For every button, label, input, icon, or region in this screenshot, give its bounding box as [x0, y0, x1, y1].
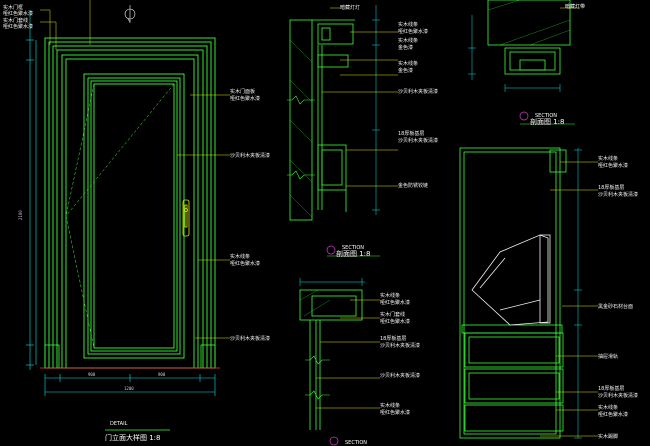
section-b-note-6: 沙贝利木夹板清漆 [380, 342, 420, 349]
door-dim-left: 900 [88, 372, 96, 377]
section-a-note-5: 金色漆 [398, 44, 413, 51]
section-a-note-9: 18厚板基层 [398, 130, 424, 137]
door-note-2: 哑红色聚水漆 [3, 10, 33, 17]
section-c-note-1: 暗藏灯带 [565, 3, 585, 10]
cabinet-note-7: 18厚板基层 [598, 385, 624, 392]
section-a-note-6: 实木线条 [398, 60, 418, 67]
door-elevation: 实木门框 哑红色聚水漆 实木门套线 哑红色聚水漆 实木门面板 哑红色聚水漆 沙贝… [3, 0, 270, 442]
cabinet-note-4: 沙贝利木夹板清漆 [598, 191, 638, 198]
cabinet-note-1: 实木线条 [598, 155, 618, 162]
door-handle-icon [182, 199, 190, 237]
section-b-note-5: 18厚板基层 [380, 335, 406, 342]
section-a-note-2: 实木线条 [398, 21, 418, 28]
door-dimension-lines [26, 10, 216, 396]
section-a-note-3: 哑红色聚水漆 [398, 28, 428, 35]
door-note-4: 哑红色聚水漆 [3, 23, 33, 30]
section-b-note-1: 实木线条 [380, 292, 400, 299]
section-a-title: 剖面图 1:8 [336, 249, 371, 258]
section-a-marker-icon [326, 245, 336, 255]
cabinet-note-10: 哑红色聚水漆 [598, 411, 628, 418]
section-b: 实木线条 哑红色聚水漆 实木门套线 哑红色聚水漆 18厚板基层 沙贝利木夹板清漆… [299, 278, 420, 446]
section-b-title-tag: SECTION [345, 440, 367, 446]
section-a-note-11: 金色防锈铰链 [398, 182, 428, 189]
cabinet-note-5: 黑金砂石材台面 [598, 303, 633, 310]
section-a: 暗藏灯灯 实木线条 哑红色聚水漆 实木线条 金色漆 实木线条 金色漆 沙贝利木夹… [287, 4, 438, 258]
section-b-note-9: 哑红色聚水漆 [380, 409, 410, 416]
cabinet-note-2: 哑红色聚水漆 [598, 162, 628, 169]
section-c-title-tag: SECTION [535, 113, 557, 119]
section-a-note-1: 暗藏灯灯 [340, 4, 360, 11]
section-c-marker-icon [519, 111, 529, 121]
section-b-note-3: 实木门套线 [380, 311, 405, 318]
cabinet-note-8: 沙贝利木夹板清漆 [598, 392, 638, 399]
door-note-9: 哑红色聚水漆 [230, 260, 260, 267]
cabinet-note-6: 抽屉滑轨 [598, 353, 618, 360]
section-b-note-4: 哑红色聚水漆 [380, 318, 410, 325]
cabinet-note-9: 实木线条 [598, 404, 618, 411]
section-b-note-7: 沙贝利木夹板清漆 [380, 372, 420, 379]
door-note-5: 实木门面板 [230, 88, 255, 95]
section-b-note-2: 哑红色聚水漆 [380, 299, 410, 306]
section-a-note-8: 沙贝利木夹板清漆 [398, 88, 438, 95]
door-note-10: 沙贝利木夹板清漆 [230, 335, 270, 342]
section-b-note-8: 实木线条 [380, 402, 400, 409]
door-note-7: 沙贝利木夹板清漆 [230, 152, 270, 159]
door-note-8: 实木线条 [230, 253, 250, 260]
door-title-tag: DETAIL [110, 421, 128, 427]
door-dim-total: 1200 [124, 386, 134, 391]
section-c: 暗藏灯带 SECTION 剖面图 1:8 [468, 0, 585, 126]
section-a-note-4: 实木线条 [398, 37, 418, 44]
section-a-note-10: 沙贝利木夹板清漆 [398, 137, 438, 144]
section-c-title: 剖面图 1:8 [530, 117, 565, 126]
cabinet-note-11: 实木踢脚 [598, 433, 618, 440]
section-b-marker-icon [329, 436, 339, 446]
tv-monitor-icon [471, 234, 551, 326]
cabinet-note-3: 18厚板基层 [598, 184, 624, 191]
door-title: 门立面大样图 1:8 [105, 433, 161, 442]
door-note-1: 实木门框 [3, 4, 23, 11]
cabinet-section: 实木线条 哑红色聚水漆 18厚板基层 沙贝利木夹板清漆 黑金砂石材台面 抽屉滑轨… [459, 147, 638, 440]
door-note-6: 哑红色聚水漆 [230, 95, 260, 102]
door-note-3: 实木门套线 [3, 17, 28, 24]
section-a-note-7: 金色漆 [398, 67, 413, 74]
door-dim-right: 900 [158, 372, 166, 377]
door-height-dim: 2100 [18, 210, 23, 220]
reference-marker-icon [124, 5, 136, 23]
section-a-title-tag: SECTION [342, 245, 364, 251]
